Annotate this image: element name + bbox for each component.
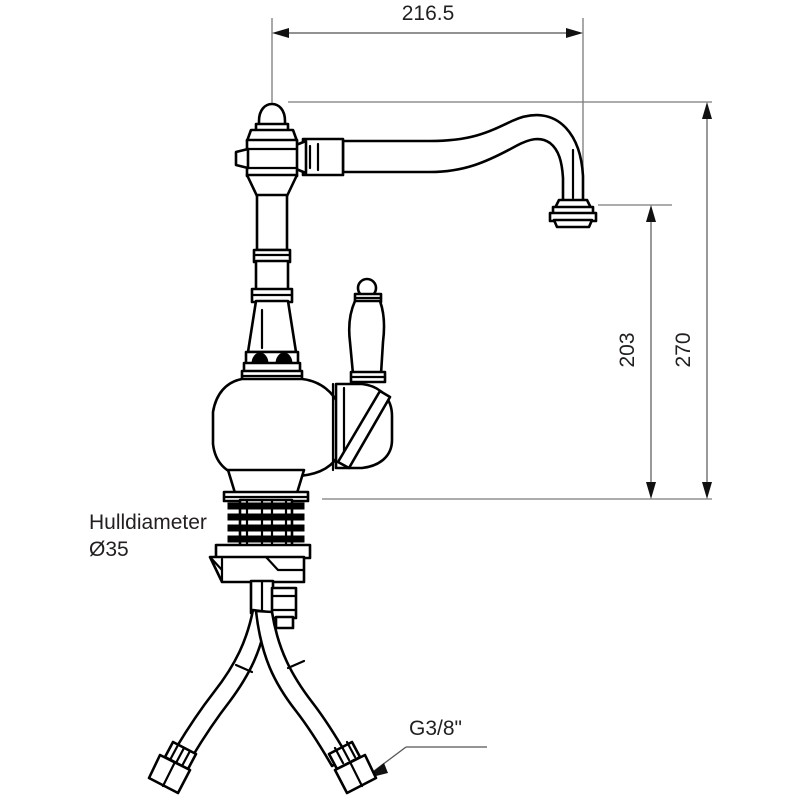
arrow-width-right: [566, 28, 583, 38]
faucet-handle-block: [334, 382, 394, 470]
dimension-label-width: 216.5: [402, 2, 455, 25]
top-finial-cap: [234, 102, 299, 198]
faucet-spout: [341, 113, 585, 207]
arrow-width-left: [272, 28, 289, 38]
flexible-hoses: [147, 608, 378, 795]
threaded-shank: [227, 498, 305, 548]
dimension-lines-group: [271, 18, 712, 500]
hose-left-connector: [147, 753, 192, 795]
annotation-thread-label: G3/8": [409, 717, 462, 740]
thread-ridge: [227, 502, 305, 510]
faucet-body: [211, 377, 342, 478]
spout-aerator: [548, 198, 598, 229]
lower-stem-and-nut: [249, 579, 298, 630]
hose-right-connector: [333, 753, 378, 795]
arrow-270-top: [702, 102, 712, 119]
hose-left: [174, 608, 270, 759]
thread-ridge: [227, 513, 305, 521]
faucet-column: [240, 193, 304, 382]
arrow-203-top: [646, 205, 656, 222]
leader-line-thread: [364, 746, 487, 779]
dimension-label-spout-height: 203: [616, 332, 639, 367]
thread-ridge: [227, 524, 305, 532]
faucet-lever-handle: [347, 277, 387, 384]
faucet-base-skirt: [222, 468, 310, 503]
hose-right: [254, 609, 350, 768]
mounting-washer-plate: [208, 543, 312, 584]
faucet-drawing: [147, 102, 598, 795]
dimension-label-total-height: 270: [672, 332, 695, 367]
spout-base-collar: [294, 137, 345, 177]
annotation-hull-diameter-line1: Hulldiameter: [89, 511, 207, 534]
annotation-hull-diameter-line2: Ø35: [89, 538, 129, 561]
thread-ridge: [227, 535, 305, 543]
arrow-203-bottom: [646, 482, 656, 499]
arrow-270-bottom: [702, 482, 712, 499]
